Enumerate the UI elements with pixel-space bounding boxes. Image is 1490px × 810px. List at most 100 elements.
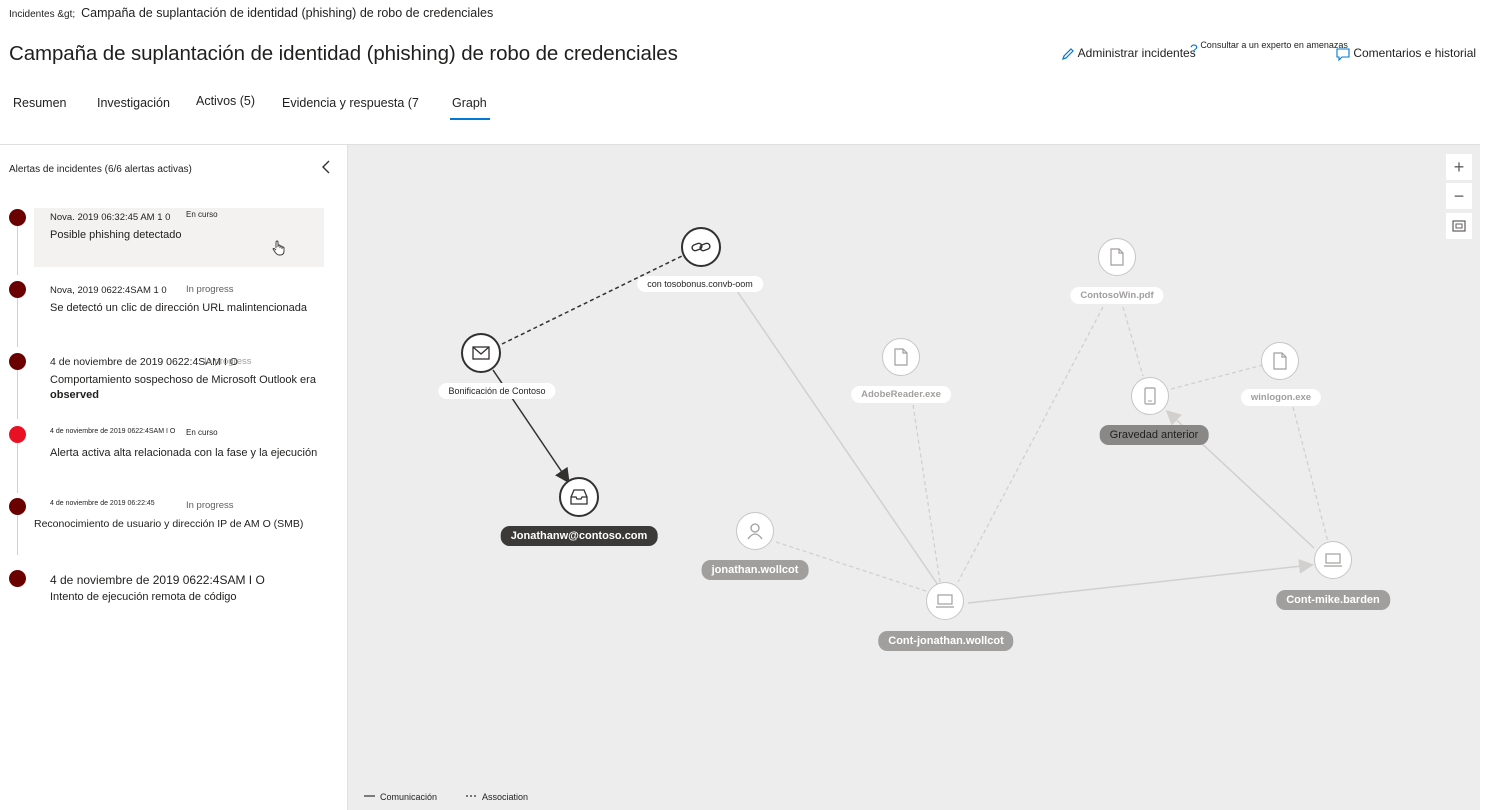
url-node[interactable] [681,227,721,267]
graph-edges [364,254,1329,797]
severity-dot [9,353,26,370]
hand-cursor-icon [272,240,285,256]
alert-item[interactable]: Nova, 2019 0622:4SAM 1 0 In progress Se … [34,281,324,321]
tab-activos[interactable]: Activos (5) [196,94,256,108]
inbox-icon [570,489,588,505]
alert-status: En curso [186,428,218,437]
severity-dot [9,498,26,515]
timeline-connector [17,515,18,555]
alert-time: Nova. 2019 06:32:45 AM 1 0 [50,212,171,223]
alert-title: Comportamiento sospechoso de Microsoft O… [50,374,316,386]
laptop-jonathan-node[interactable] [926,582,964,620]
mailbox-node[interactable] [559,477,599,517]
mail-icon [472,346,490,360]
comments-history-label: Comentarios e historial [1353,46,1477,60]
user-node-label: jonathan.wollcot [701,560,809,580]
alert-time: Nova, 2019 0622:4SAM 1 0 [50,285,167,296]
alert-item[interactable]: 4 de noviembre de 2019 06:22:45 In progr… [34,498,324,538]
incident-graph[interactable]: con tosobonus.convb-oom Bonificación de … [348,145,1480,810]
file-icon [1110,248,1124,266]
winlogon-node[interactable] [1261,342,1299,380]
edge-association [1292,406,1329,543]
pdf-node[interactable] [1098,238,1136,276]
alert-status: En curso [186,210,218,219]
email-node[interactable] [461,333,501,373]
edge-association [775,541,927,592]
edge-association [1170,364,1264,390]
email-node-label: Bonificación de Contoso [438,383,556,399]
adobe-node-label: AdobeReader.exe [851,386,951,403]
alert-time: 4 de noviembre de 2019 0622:4SAM I O [50,356,238,368]
consult-expert-button[interactable]: ? Consultar a un experto en amenazas [1190,40,1348,57]
fit-screen-icon [1452,220,1466,232]
breadcrumb-root[interactable]: Incidentes &gt; [9,9,76,20]
consult-expert-label: Consultar a un experto en amenazas [1200,40,1348,50]
tab-bar: Resumen Investigación Activos (5) Eviden… [0,94,520,126]
user-node[interactable] [736,512,774,550]
legend-communication: Comunicación [380,792,438,802]
tab-resumen[interactable]: Resumen [13,96,67,110]
breadcrumb: Incidentes &gt; Campaña de suplantación … [9,6,493,20]
breadcrumb-current: Campaña de suplantación de identidad (ph… [81,6,494,20]
alert-title: Alerta activa alta relacionada con la fa… [50,447,318,459]
mobile-device-node[interactable] [1131,377,1169,415]
fit-to-screen-button[interactable] [1446,213,1472,239]
zoom-in-button[interactable]: + [1446,154,1472,180]
timeline-connector [17,297,18,347]
severity-dot [9,281,26,298]
tab-evidencia[interactable]: Evidencia y respuesta (7 [282,96,419,110]
link-icon [691,242,711,252]
edge-association [1122,306,1144,377]
chevron-left-icon [322,160,330,174]
edge-association [501,254,685,345]
manage-incidents-label: Administrar incidentes [1077,46,1196,60]
file-icon [894,348,908,366]
alert-title: Reconocimiento de usuario y dirección IP… [34,518,304,530]
timeline-connector [17,369,18,419]
alert-time: 4 de noviembre de 2019 06:22:45 [50,500,155,507]
mobile-device-node-label: Gravedad anterior [1099,425,1209,445]
mobile-icon [1144,387,1156,405]
comments-history-button[interactable]: Comentarios e historial [1336,46,1477,62]
edge-association [912,404,941,583]
minus-icon: − [1453,185,1465,206]
header-actions: Administrar incidentes ? Consultar a un … [1058,40,1488,68]
mailbox-node-label: Jonathanw@contoso.com [500,526,658,546]
alert-item[interactable]: 4 de noviembre de 2019 0622:4SAM I O In … [34,353,324,405]
manage-incidents-button[interactable]: Administrar incidentes [1061,46,1196,61]
zoom-out-button[interactable]: − [1446,183,1472,209]
edge-association [957,306,1104,583]
file-icon [1273,352,1287,370]
user-icon [747,523,763,540]
alert-status: In progress [186,500,234,511]
alert-item[interactable]: Nova. 2019 06:32:45 AM 1 0 En curso Posi… [34,208,324,267]
plus-icon: + [1453,156,1465,177]
alert-status: In progress [186,284,234,295]
severity-dot [9,209,26,226]
url-node-label: con tosobonus.convb-oom [637,276,763,292]
header-divider [0,144,1480,145]
alert-time: 4 de noviembre de 2019 0622:4SAM I O [50,428,176,435]
timeline-connector [17,225,18,275]
panel-title: Alertas de incidentes (6/6 alertas activ… [9,164,192,175]
alert-title: Se detectó un clic de dirección URL mali… [50,302,308,314]
pencil-icon [1062,47,1074,60]
severity-dot [9,426,26,443]
adobe-node[interactable] [882,338,920,376]
alert-status: In progress [204,356,252,367]
laptop-jonathan-node-label: Cont-jonathan.wollcot [878,631,1014,651]
edge-communication [732,284,939,586]
alert-item[interactable]: 4 de noviembre de 2019 0622:4SAM I O En … [34,426,339,466]
alert-title: Posible phishing detectado [50,229,182,241]
alert-time: 4 de noviembre de 2019 0622:4SAM I O [50,573,265,587]
laptop-mike-node-label: Cont-mike.barden [1276,590,1390,610]
laptop-mike-node[interactable] [1314,541,1352,579]
tab-investigacion[interactable]: Investigación [97,96,170,110]
collapse-panel-button[interactable] [319,159,335,175]
severity-dot [9,570,26,587]
tab-graph[interactable]: Graph [450,96,490,120]
alert-item[interactable]: 4 de noviembre de 2019 0622:4SAM I O Int… [34,570,324,610]
question-icon: ? [1190,41,1198,57]
page-title: Campaña de suplantación de identidad (ph… [9,42,678,65]
legend-association: Association [482,792,529,802]
